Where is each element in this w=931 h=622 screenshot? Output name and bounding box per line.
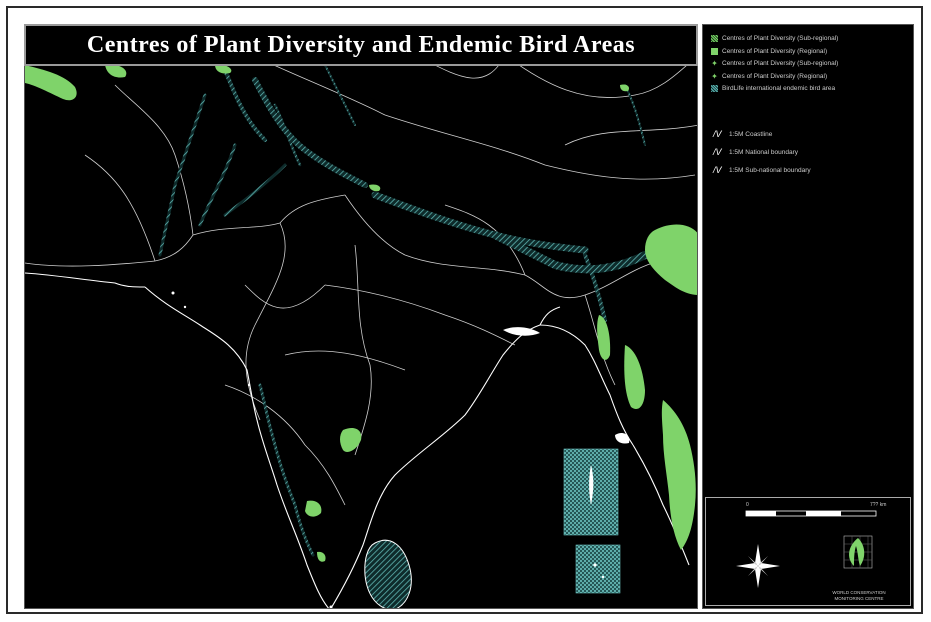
legend-label: Centres of Plant Diversity (Regional) [722,72,828,80]
scale-and-compass [736,510,877,588]
hatched-green-swatch [711,35,718,42]
org-line-1: WORLD CONSERVATION [832,590,886,595]
organization-name: WORLD CONSERVATION MONITORING CENTRE [824,590,894,601]
hatched-teal-swatch [711,85,718,92]
line-symbol-icon: /V [713,129,722,139]
legend-item-subnational-boundary: /V 1:5M Sub-national boundary [713,163,913,177]
map-canvas[interactable] [25,25,698,609]
legend-item-plant-subregional-point: ✦ Centres of Plant Diversity (Sub-region… [711,58,911,69]
legend-label: Centres of Plant Diversity (Regional) [722,47,828,55]
legend-item-plant-regional-point: ✦ Centres of Plant Diversity (Regional) [711,71,911,82]
line-symbol-icon: /V [713,165,722,175]
legend-item-bird-area: BirdLife international endemic bird area [711,83,911,94]
coastal-details [171,291,630,608]
compass-rose-icon [736,544,780,588]
legend-label: 1:5M Sub-national boundary [729,166,811,174]
map-panel[interactable] [24,24,698,609]
org-line-2: MONITORING CENTRE [834,595,884,601]
green-star-icon: ✦ [711,59,718,68]
legend-label: BirdLife international endemic bird area [722,85,836,92]
area-legend: Centres of Plant Diversity (Sub-regional… [711,33,911,96]
scale-end-label: 7?? km [870,502,887,508]
legend-label: 1:5M National boundary [729,148,799,156]
legend-label: Centres of Plant Diversity (Sub-regional… [722,60,839,67]
endemic-bird-areas [158,64,649,557]
legend-item-plant-subregional: Centres of Plant Diversity (Sub-regional… [711,33,911,44]
legend-label: Centres of Plant Diversity (Sub-regional… [722,35,839,42]
legend-item-plant-regional: Centres of Plant Diversity (Regional) [711,46,911,57]
scale-start-label: 0 [746,502,749,508]
legend-item-national-boundary: /V 1:5M National boundary [713,145,913,159]
island-insets [563,448,621,594]
plant-diversity-areas [25,64,697,562]
line-symbol-icon: /V [713,147,722,157]
legend-label: 1:5M Coastline [729,130,773,138]
map-title: Centres of Plant Diversity and Endemic B… [86,31,636,58]
wcmc-logo-icon [843,535,873,569]
map-title-bar: Centres of Plant Diversity and Endemic B… [24,24,698,66]
line-legend: /V 1:5M Coastline /V 1:5M National bound… [713,127,913,181]
scale-bar [745,510,877,517]
map-furniture-box: 0 7?? km [705,497,911,606]
green-star-icon: ✦ [711,71,718,81]
solid-green-swatch [711,47,718,55]
sri-lanka [364,539,412,608]
legend-panel: Centres of Plant Diversity (Sub-regional… [702,24,914,609]
legend-item-coastline: /V 1:5M Coastline [713,127,913,141]
